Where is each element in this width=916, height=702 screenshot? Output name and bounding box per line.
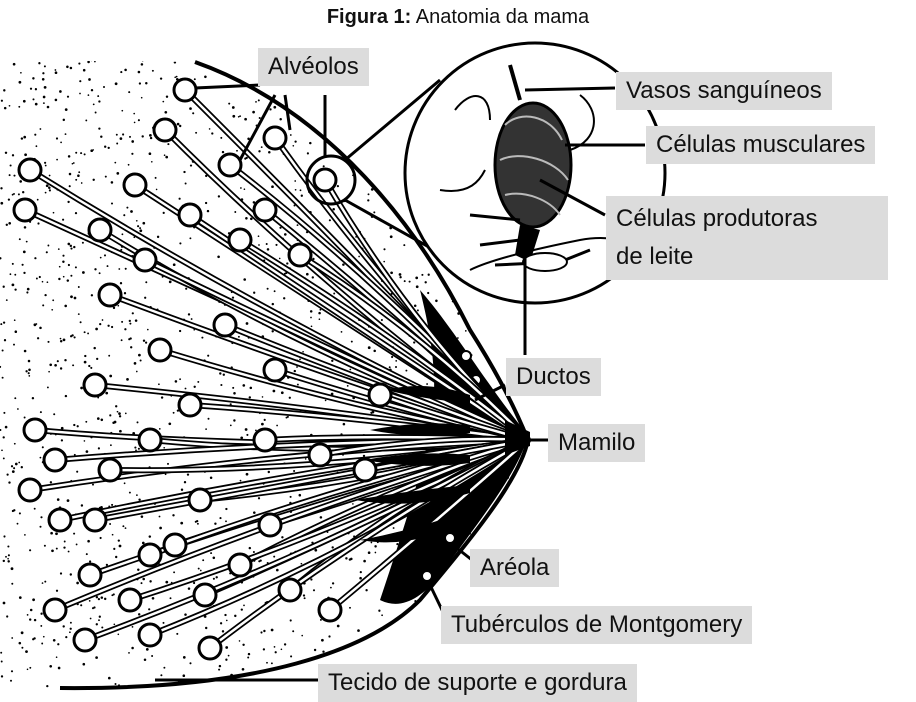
- label-tuberculos-de-montgomery: Tubérculos de Montgomery: [441, 606, 752, 644]
- label-celulas-produtoras-line1: Células produtoras: [616, 205, 817, 232]
- label-vasos-sanguineos: Vasos sanguíneos: [616, 72, 832, 110]
- label-alveolos: Alvéolos: [258, 48, 369, 86]
- label-celulas-musculares: Células musculares: [646, 126, 875, 164]
- label-tecido-de-suporte: Tecido de suporte e gordura: [318, 664, 637, 702]
- label-areola: Aréola: [470, 549, 559, 587]
- label-celulas-produtoras: Células produtoras de leite: [606, 196, 888, 280]
- label-mamilo: Mamilo: [548, 424, 645, 462]
- alveolus-sac: [495, 103, 571, 227]
- label-ductos: Ductos: [506, 358, 601, 396]
- label-celulas-produtoras-line2: de leite: [616, 243, 693, 270]
